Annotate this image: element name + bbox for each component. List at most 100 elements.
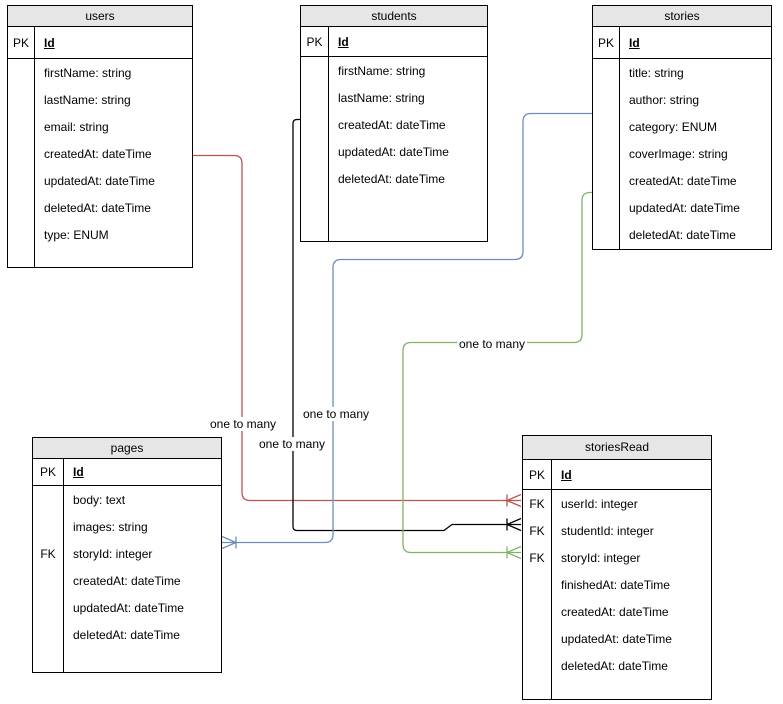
row-field[interactable]: images: string bbox=[33, 513, 221, 540]
field-text: updatedAt: dateTime bbox=[338, 144, 449, 159]
field-text: deletedAt: dateTime bbox=[338, 171, 445, 186]
row-field[interactable]: category: ENUM bbox=[593, 113, 771, 140]
edge-users-to-storiesRead[interactable] bbox=[193, 154, 522, 508]
field-text: lastName: string bbox=[44, 92, 131, 107]
field-text: deletedAt: dateTime bbox=[73, 627, 180, 642]
relationship-label-stories-storiesRead[interactable]: one to many bbox=[456, 337, 528, 351]
row-field[interactable]: body: text bbox=[33, 486, 221, 513]
row-field[interactable]: createdAt: dateTime bbox=[593, 167, 771, 194]
field-text: finishedAt: dateTime bbox=[561, 577, 670, 592]
crows-foot-many-icon bbox=[506, 545, 522, 560]
row-field[interactable]: email: string bbox=[8, 113, 192, 140]
row-field[interactable]: updatedAt: dateTime bbox=[33, 594, 221, 621]
row-field[interactable]: createdAt: dateTime bbox=[33, 567, 221, 594]
pk-label: PK bbox=[528, 467, 545, 482]
row-primary-key[interactable]: PK Id bbox=[523, 460, 711, 490]
crows-foot-many-icon bbox=[506, 493, 522, 508]
field-text: title: string bbox=[629, 65, 684, 80]
field-text: images: string bbox=[73, 519, 148, 534]
field-text: coverImage: string bbox=[629, 146, 728, 161]
field-text: updatedAt: dateTime bbox=[561, 631, 672, 646]
id-field-label: Id bbox=[561, 467, 572, 482]
field-text: deletedAt: dateTime bbox=[561, 658, 668, 673]
field-text: createdAt: dateTime bbox=[561, 604, 669, 619]
key-column-divider bbox=[34, 27, 35, 268]
row-field[interactable]: firstName: string bbox=[301, 57, 487, 84]
table-title-users[interactable]: users bbox=[8, 6, 192, 27]
row-field[interactable]: lastName: string bbox=[8, 86, 192, 113]
key-column-divider bbox=[328, 27, 329, 242]
field-text: studentId: integer bbox=[561, 523, 654, 538]
pk-label: PK bbox=[306, 34, 323, 49]
pk-label: PK bbox=[597, 35, 614, 50]
field-text: email: string bbox=[44, 119, 109, 134]
key-column-divider bbox=[63, 459, 64, 673]
row-field[interactable]: firstName: string bbox=[8, 59, 192, 86]
row-field[interactable]: title: string bbox=[593, 59, 771, 86]
table-title-storiesRead[interactable]: storiesRead bbox=[523, 436, 711, 460]
field-text: createdAt: dateTime bbox=[73, 573, 181, 588]
row-field[interactable]: updatedAt: dateTime bbox=[8, 167, 192, 194]
relationship-label-students-storiesRead[interactable]: one to many bbox=[256, 437, 328, 451]
field-text: createdAt: dateTime bbox=[44, 146, 152, 161]
key-column-divider bbox=[551, 460, 552, 700]
row-field[interactable]: createdAt: dateTime bbox=[8, 140, 192, 167]
field-text: firstName: string bbox=[338, 63, 426, 78]
edge-path[interactable] bbox=[236, 112, 592, 544]
field-text: deletedAt: dateTime bbox=[629, 227, 736, 242]
edge-stories-to-pages[interactable] bbox=[221, 112, 592, 550]
relationship-label-stories-pages[interactable]: one to many bbox=[300, 407, 372, 421]
id-field-label: Id bbox=[338, 34, 349, 49]
row-field[interactable]: lastName: string bbox=[301, 84, 487, 111]
field-text: storyId: integer bbox=[561, 550, 641, 565]
crows-foot-many-icon bbox=[221, 535, 237, 550]
field-text: updatedAt: dateTime bbox=[44, 173, 155, 188]
row-field[interactable]: type: ENUM bbox=[8, 221, 192, 248]
row-field[interactable]: createdAt: dateTime bbox=[523, 598, 711, 625]
row-field[interactable]: updatedAt: dateTime bbox=[593, 194, 771, 221]
edge-path[interactable] bbox=[193, 154, 507, 502]
row-field[interactable]: author: string bbox=[593, 86, 771, 113]
row-field[interactable]: finishedAt: dateTime bbox=[523, 571, 711, 598]
row-field[interactable]: deletedAt: dateTime bbox=[33, 621, 221, 648]
field-text: firstName: string bbox=[44, 65, 132, 80]
field-text: body: text bbox=[73, 492, 126, 507]
row-field[interactable]: deletedAt: dateTime bbox=[301, 165, 487, 192]
table-title-pages[interactable]: pages bbox=[33, 438, 221, 459]
row-field[interactable]: coverImage: string bbox=[593, 140, 771, 167]
row-field[interactable]: deletedAt: dateTime bbox=[523, 652, 711, 679]
edge-path[interactable] bbox=[292, 118, 507, 532]
id-field-label: Id bbox=[629, 35, 640, 50]
table-title-stories[interactable]: stories bbox=[593, 6, 771, 27]
fk-label: FK bbox=[529, 523, 545, 538]
row-field[interactable]: FK studentId: integer bbox=[523, 517, 711, 544]
row-field[interactable]: updatedAt: dateTime bbox=[301, 138, 487, 165]
field-text: updatedAt: dateTime bbox=[629, 200, 740, 215]
field-text: author: string bbox=[629, 92, 700, 107]
row-field[interactable]: createdAt: dateTime bbox=[301, 111, 487, 138]
pk-label: PK bbox=[12, 35, 29, 50]
row-primary-key[interactable]: PK Id bbox=[301, 27, 487, 57]
table-title-students[interactable]: students bbox=[301, 6, 487, 27]
pk-label: PK bbox=[39, 465, 56, 479]
edge-students-to-storiesRead[interactable] bbox=[292, 118, 522, 532]
relationship-label-users-storiesRead[interactable]: one to many bbox=[207, 417, 279, 431]
row-field[interactable]: deletedAt: dateTime bbox=[8, 194, 192, 221]
row-field[interactable]: updatedAt: dateTime bbox=[523, 625, 711, 652]
row-field[interactable]: deletedAt: dateTime bbox=[593, 221, 771, 248]
field-text: type: ENUM bbox=[44, 227, 109, 242]
row-primary-key[interactable]: PK Id bbox=[593, 27, 771, 59]
